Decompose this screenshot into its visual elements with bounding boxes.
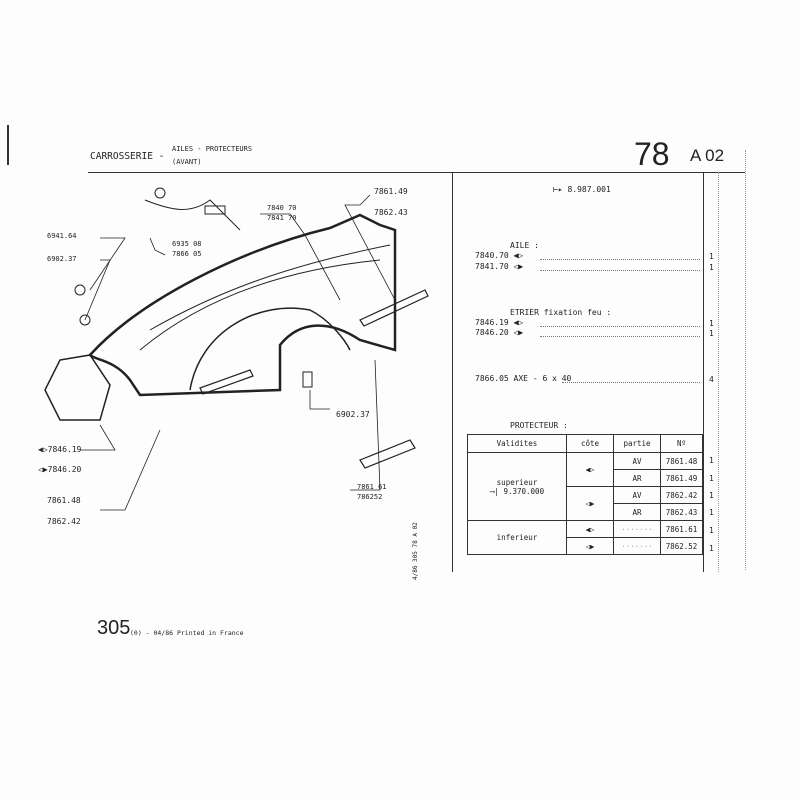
leader <box>562 382 700 383</box>
validity: inferieur <box>467 520 567 555</box>
qty: 1 <box>709 474 714 483</box>
side-protector <box>199 369 254 395</box>
callout: 7862.43 <box>374 208 408 217</box>
callout: ◀▷7846.19 <box>38 445 82 454</box>
qty: 1 <box>709 319 714 328</box>
callout: 6941.64 <box>47 232 77 240</box>
label: AXE - 6 x 40 <box>513 374 572 383</box>
scan-mark <box>7 125 9 165</box>
qty: 1 <box>709 329 714 338</box>
protecteur-title: PROTECTEUR : <box>510 421 568 430</box>
subtitle: AILES - PROTECTEURS <box>172 145 253 153</box>
callout: 6902.37 <box>336 410 370 419</box>
callout: 7841 70 <box>267 214 297 222</box>
ref: 7840.70 <box>475 251 509 260</box>
qty: 1 <box>709 508 714 517</box>
page-code: A 02 <box>690 146 725 165</box>
side-left-icon: ◀▷ <box>566 520 614 538</box>
partie: ······· <box>613 520 661 538</box>
callout: 7866 05 <box>172 250 202 258</box>
col-header: partie <box>613 434 661 453</box>
lower-protector <box>359 439 416 469</box>
fender-diagram <box>44 187 429 511</box>
ref: 7846.20 <box>475 328 509 337</box>
ref: 7862.52 <box>660 537 703 555</box>
callout: 7861.49 <box>374 187 408 196</box>
col-header: côte <box>566 434 614 453</box>
callout: ◁▶7846.20 <box>38 465 82 474</box>
validity: superieur <box>496 477 538 487</box>
qty: 1 <box>709 252 714 261</box>
etrier-item: 7846.19 ◀▷ <box>475 318 524 327</box>
ref: 7841.70 <box>475 262 509 271</box>
upper-protector <box>359 289 429 327</box>
ref: 7866.05 <box>475 374 509 383</box>
divider <box>452 172 453 572</box>
serial: 9.370.000 <box>503 486 545 496</box>
leader <box>540 270 700 271</box>
aile-item: 7840.70 ◀▷ <box>475 251 524 260</box>
qty: 1 <box>709 263 714 272</box>
leader <box>540 336 700 337</box>
callout-text: 7846.20 <box>47 465 82 474</box>
callout: 7861.48 <box>47 496 81 505</box>
ref: 7861.61 <box>660 520 703 538</box>
axe-item: 7866.05 AXE - 6 x 40 <box>475 374 571 383</box>
callout: 7861 61 <box>357 483 387 491</box>
partie: AR <box>613 503 661 521</box>
qty: 1 <box>709 544 714 553</box>
print-info: (0) - 04/86 Printed in France <box>130 629 244 637</box>
callout: 6935 08 <box>172 240 202 248</box>
leader <box>540 259 700 260</box>
aile-title: AILE : <box>510 241 539 250</box>
page-number: 305 <box>97 617 131 639</box>
bolt <box>302 371 313 388</box>
header-rule <box>88 172 745 173</box>
partie: AV <box>613 486 661 504</box>
group-number: 78 <box>634 136 670 172</box>
callout: 7840 70 <box>267 204 297 212</box>
leader <box>540 326 700 327</box>
side-right-icon: ◁▶ <box>566 537 614 555</box>
side-right-icon: ◁▶ <box>566 486 614 521</box>
partie: ······· <box>613 537 661 555</box>
subtitle-2: (AVANT) <box>172 158 202 166</box>
side-left-icon: ◀▷ <box>566 452 614 487</box>
validity-cell: superieur⟶| 9.370.000 <box>467 452 567 521</box>
etrier-title: ETRIER fixation feu : <box>510 308 612 317</box>
serial-value: 8.987.001 <box>567 185 611 194</box>
partie: AV <box>613 452 661 470</box>
callout-text: 7846.19 <box>47 445 82 454</box>
serial-from: ⊢▸ 8.987.001 <box>553 185 611 194</box>
etrier-item: 7846.20 ◁▶ <box>475 328 524 337</box>
column-rule <box>745 150 746 570</box>
callout: 786252 <box>357 493 383 501</box>
section-title: CARROSSERIE - <box>90 151 165 162</box>
partie: AR <box>613 469 661 487</box>
fender-outline <box>88 213 397 397</box>
qty: 1 <box>709 526 714 535</box>
ref: 7846.19 <box>475 318 509 327</box>
ref: 7862.43 <box>660 503 703 521</box>
column-rule <box>718 172 719 572</box>
qty: 1 <box>709 456 714 465</box>
qty: 1 <box>709 491 714 500</box>
qty: 4 <box>709 375 714 384</box>
vertical-ref: 4/86 305 78 A 02 <box>412 522 419 580</box>
ref: 7862.42 <box>660 486 703 504</box>
aile-item: 7841.70 ◁▶ <box>475 262 524 271</box>
ref: 7861.49 <box>660 469 703 487</box>
col-header: Nº <box>660 434 703 453</box>
bracket <box>44 354 111 421</box>
ref: 7861.48 <box>660 452 703 470</box>
divider <box>703 172 704 572</box>
col-header: Validites <box>467 434 567 453</box>
callout: 7862.42 <box>47 517 81 526</box>
callout: 6902.37 <box>47 255 77 263</box>
